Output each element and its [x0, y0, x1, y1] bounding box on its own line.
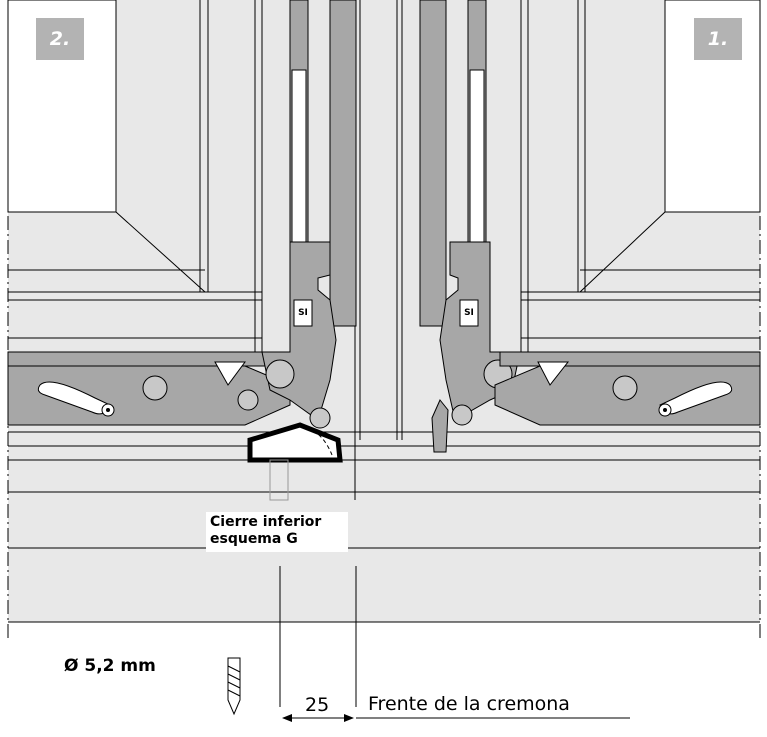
dimension-value: 25 — [305, 694, 330, 716]
callout-line-1: Cierre inferior — [210, 514, 322, 530]
lock-keeper — [247, 422, 343, 501]
hardware-marking-left: SI — [298, 308, 308, 318]
espagnolette-bar-left — [289, 0, 357, 327]
drill-diameter-label: Ø 5,2 mm — [64, 656, 156, 676]
drill-bit-icon — [227, 657, 241, 716]
sash-number-badge-2: 2. — [36, 18, 84, 60]
hinge-bracket-right: SI — [431, 241, 521, 453]
corner-drive-arm-left — [7, 351, 291, 426]
corner-drive-arm-right — [494, 351, 761, 426]
sash-number-badge-1: 1. — [694, 18, 742, 60]
hardware-marking-right: SI — [464, 308, 474, 318]
reference-label: Frente de la cremona — [368, 693, 570, 715]
window-frame — [7, 0, 761, 640]
callout-line-2: esquema G — [210, 531, 298, 547]
lock-keeper-callout: Cierre inferior esquema G — [206, 512, 348, 552]
dimension-lines — [279, 566, 630, 722]
hinge-bracket-left: SI — [237, 241, 337, 429]
